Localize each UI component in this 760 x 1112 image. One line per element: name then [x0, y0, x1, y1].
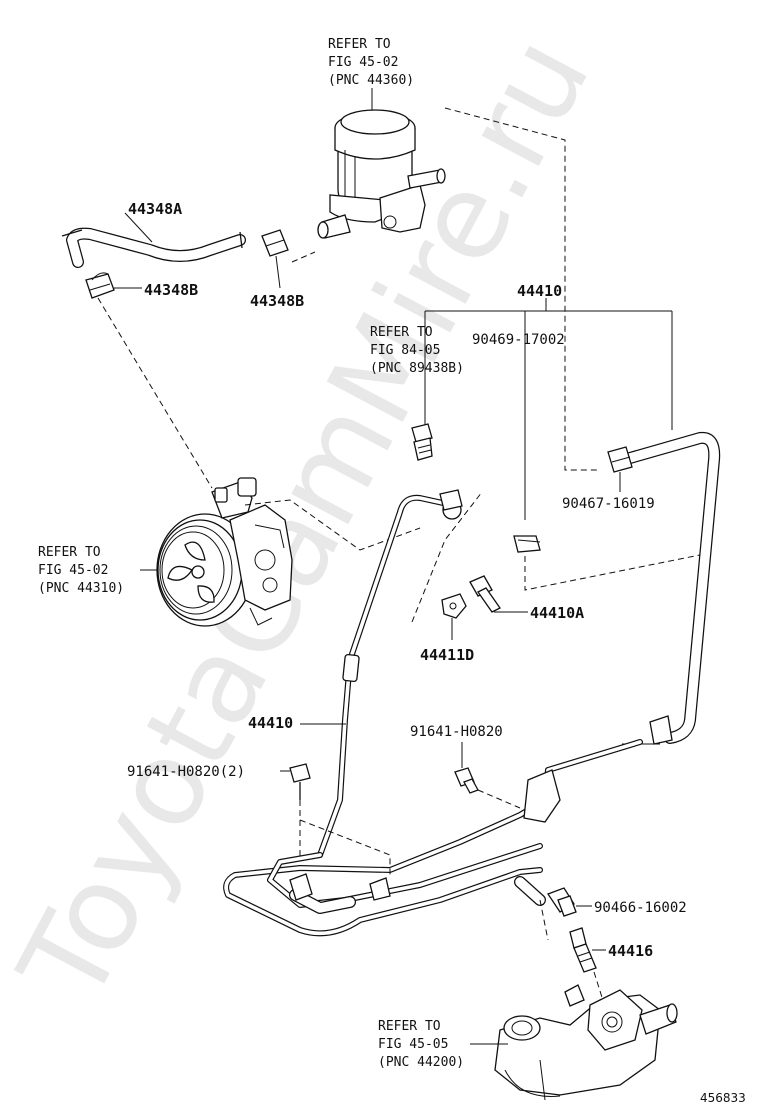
label-44416: 44416	[608, 942, 653, 960]
bolt-44410A	[469, 575, 501, 613]
clamp-90467	[607, 446, 633, 473]
clamp-44348B-left	[85, 272, 115, 299]
svg-text:(PNC 89438B): (PNC 89438B)	[370, 361, 464, 376]
figure-id: 456833	[700, 1091, 746, 1105]
svg-text:44410: 44410	[248, 714, 293, 732]
svg-text:(PNC 44200): (PNC 44200)	[378, 1055, 464, 1070]
label-91641-H0820-2: 91641-H0820(2)	[127, 764, 245, 780]
label-91641-H0820: 91641-H0820	[410, 724, 503, 740]
hose-clamp-right-lower	[649, 715, 673, 745]
svg-text:REFER TO: REFER TO	[38, 545, 101, 560]
svg-text:FIG 84-05: FIG 84-05	[370, 343, 440, 358]
label-44410A: 44410A	[530, 604, 584, 622]
svg-text:REFER TO: REFER TO	[328, 37, 391, 52]
label-44348B-right: 44348B	[250, 292, 304, 310]
svg-text:FIG 45-02: FIG 45-02	[328, 55, 398, 70]
union-44416	[569, 927, 597, 973]
label-44348B-left: 44348B	[144, 281, 198, 299]
clamp-44348B-right	[261, 229, 289, 257]
lower-pipes	[223, 739, 643, 937]
callout-44410-mid: 44410	[248, 714, 346, 732]
pump-drawing	[156, 477, 293, 627]
callout-gear-ref: REFER TO FIG 45-05 (PNC 44200)	[378, 1019, 508, 1070]
bracket-44411D	[441, 593, 467, 619]
pressure-sensor-drawing	[411, 423, 433, 461]
svg-text:FIG 45-05: FIG 45-05	[378, 1037, 448, 1052]
bolt-91641-single	[454, 767, 479, 794]
steering-gear-drawing	[494, 984, 678, 1101]
label-90466-16002: 90466-16002	[594, 900, 687, 916]
svg-text:REFER TO: REFER TO	[378, 1019, 441, 1034]
assy-44410-bracket	[424, 298, 673, 520]
callout-pump-ref: REFER TO FIG 45-02 (PNC 44310)	[38, 545, 157, 596]
dash-clamp-to-pump	[97, 297, 213, 489]
svg-text:(PNC 44310): (PNC 44310)	[38, 581, 124, 596]
label-90469-17002: 90469-17002	[472, 332, 565, 348]
callout-reservoir-ref: REFER TO FIG 45-02 (PNC 44360)	[328, 37, 414, 110]
callout-sensor-ref: REFER TO FIG 84-05 (PNC 89438B)	[370, 325, 464, 376]
bolt-91641-double	[289, 763, 311, 800]
svg-text:(PNC 44360): (PNC 44360)	[328, 73, 414, 88]
label-44410-top: 44410	[517, 282, 562, 300]
ring-90466	[547, 887, 577, 917]
clip-90469	[513, 535, 541, 553]
svg-text:FIG 45-02: FIG 45-02	[38, 563, 108, 578]
svg-text:REFER TO: REFER TO	[370, 325, 433, 340]
reservoir-drawing	[317, 109, 446, 239]
label-44411D: 44411D	[420, 646, 474, 664]
label-44348A: 44348A	[128, 200, 182, 218]
label-90467-16019: 90467-16019	[562, 496, 655, 512]
return-hose-44348A	[61, 227, 246, 268]
